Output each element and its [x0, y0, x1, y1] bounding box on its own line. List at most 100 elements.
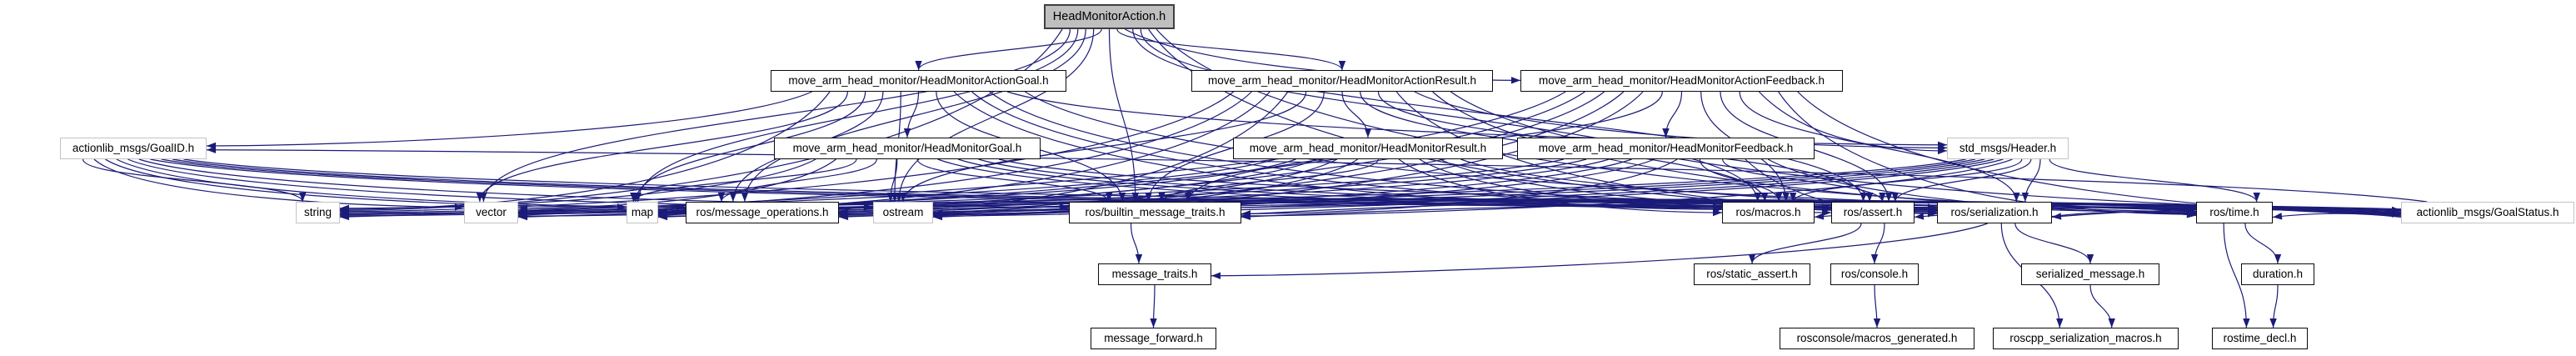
- node-af[interactable]: move_arm_head_monitor/HeadMonitorActionF…: [1520, 70, 1843, 92]
- edge-arrowhead: [1873, 318, 1881, 328]
- edge-arrowhead: [1150, 318, 1157, 328]
- edge: [1739, 91, 2017, 203]
- edge-arrowhead: [2253, 193, 2260, 202]
- edge-arrowhead: [1713, 208, 1722, 217]
- edge-arrowhead: [1211, 272, 1221, 279]
- edge: [1006, 91, 1948, 146]
- edge-arrowhead: [1511, 77, 1520, 84]
- node-ag[interactable]: move_arm_head_monitor/HeadMonitorActionG…: [771, 70, 1066, 92]
- edge: [116, 158, 686, 208]
- edge: [721, 158, 877, 203]
- node-rcg[interactable]: rosconsole/macros_generated.h: [1780, 328, 1974, 349]
- edge: [2223, 223, 2247, 328]
- edge: [339, 158, 1564, 214]
- edge: [2014, 223, 2091, 264]
- edge-arrowhead: [1364, 128, 1372, 138]
- edge: [93, 158, 465, 208]
- node-sm[interactable]: serialized_message.h: [2021, 263, 2159, 285]
- node-dur[interactable]: duration.h: [2241, 263, 2314, 285]
- node-bmt[interactable]: ros/builtin_message_traits.h: [1069, 202, 1241, 223]
- edge-arrowhead: [1879, 193, 1886, 202]
- node-rsm[interactable]: roscpp_serialization_macros.h: [1993, 328, 2179, 349]
- edge-arrowhead: [933, 213, 943, 221]
- edge-arrowhead: [1815, 213, 1825, 220]
- node-macros[interactable]: ros/macros.h: [1722, 202, 1815, 223]
- edge: [744, 28, 1086, 203]
- edge: [206, 149, 2428, 203]
- edge: [206, 91, 812, 147]
- edge-arrowhead: [1891, 193, 1899, 202]
- node-g[interactable]: move_arm_head_monitor/HeadMonitorGoal.h: [774, 138, 1041, 159]
- edge-arrowhead: [2269, 318, 2277, 328]
- node-assert[interactable]: ros/assert.h: [1831, 202, 1915, 223]
- node-header: std_msgs/Header.h: [1947, 138, 2069, 159]
- edge: [105, 158, 627, 208]
- node-mt[interactable]: message_traits.h: [1098, 263, 1211, 285]
- edge-arrowhead: [1789, 193, 1797, 202]
- edge-arrowhead: [1915, 213, 1925, 220]
- edge: [82, 158, 303, 203]
- node-r[interactable]: move_arm_head_monitor/HeadMonitorResult.…: [1233, 138, 1503, 159]
- edge-arrowhead: [2086, 254, 2094, 263]
- edge: [1132, 28, 1759, 203]
- edge-arrowhead: [1662, 128, 1670, 138]
- edge: [1767, 158, 2197, 214]
- edge-arrowhead: [2021, 193, 2029, 202]
- edge-arrowhead: [1241, 213, 1251, 221]
- edge: [1797, 91, 2402, 215]
- edge-arrowhead: [1782, 193, 1790, 202]
- edge: [1108, 28, 1136, 203]
- node-ser[interactable]: ros/serialization.h: [1937, 202, 2052, 223]
- node-mf[interactable]: message_forward.h: [1091, 328, 1216, 349]
- edge: [2051, 211, 2197, 218]
- edge: [1432, 91, 2197, 213]
- edge-arrowhead: [741, 193, 749, 202]
- edge: [1699, 158, 1780, 203]
- node-ar[interactable]: move_arm_head_monitor/HeadMonitorActionR…: [1191, 70, 1493, 92]
- edge-arrowhead: [915, 61, 922, 70]
- edge: [482, 28, 1071, 203]
- node-vector: vector: [464, 202, 518, 223]
- edge: [1241, 199, 2197, 215]
- edge: [1722, 158, 1884, 203]
- edge: [898, 28, 1095, 203]
- node-msgops[interactable]: ros/message_operations.h: [686, 202, 839, 223]
- edge: [2272, 213, 2402, 218]
- edge: [161, 158, 1832, 208]
- edge: [1116, 28, 1343, 71]
- edge: [635, 91, 866, 203]
- edge: [2049, 158, 2258, 203]
- edge: [917, 28, 1102, 71]
- node-rtd[interactable]: rostime_decl.h: [2212, 328, 2308, 349]
- edge: [138, 158, 1070, 208]
- node-f[interactable]: move_arm_head_monitor/HeadMonitorFeedbac…: [1517, 138, 1815, 159]
- node-time[interactable]: ros/time.h: [2196, 202, 2273, 223]
- node-sa[interactable]: ros/static_assert.h: [1694, 263, 1810, 285]
- edge-arrowhead: [1885, 193, 1893, 202]
- node-main: HeadMonitorAction.h: [1044, 4, 1175, 29]
- node-ostream: ostream: [873, 202, 933, 223]
- edge-arrowhead: [729, 193, 737, 202]
- edge-arrowhead: [2274, 254, 2282, 263]
- edge-arrowhead: [340, 213, 350, 221]
- edge: [339, 158, 1276, 213]
- edge: [2089, 284, 2113, 328]
- edge: [1895, 158, 2032, 203]
- edge: [637, 28, 1079, 203]
- edge-arrowhead: [1158, 193, 1166, 202]
- edge-arrowhead: [1135, 254, 1143, 263]
- edge-arrowhead: [1775, 193, 1783, 202]
- edge-arrowhead: [518, 211, 528, 218]
- edge-arrowhead: [455, 203, 464, 211]
- edge: [2244, 223, 2279, 264]
- edge: [1140, 28, 1865, 203]
- edge: [1792, 158, 2023, 203]
- node-goalstatus: actionlib_msgs/GoalStatus.h: [2401, 202, 2574, 223]
- node-console[interactable]: ros/console.h: [1830, 263, 1919, 285]
- edge-arrowhead: [630, 193, 637, 202]
- edge-arrowhead: [1822, 208, 1831, 217]
- edge: [902, 91, 1307, 203]
- edge-arrowhead: [839, 213, 849, 221]
